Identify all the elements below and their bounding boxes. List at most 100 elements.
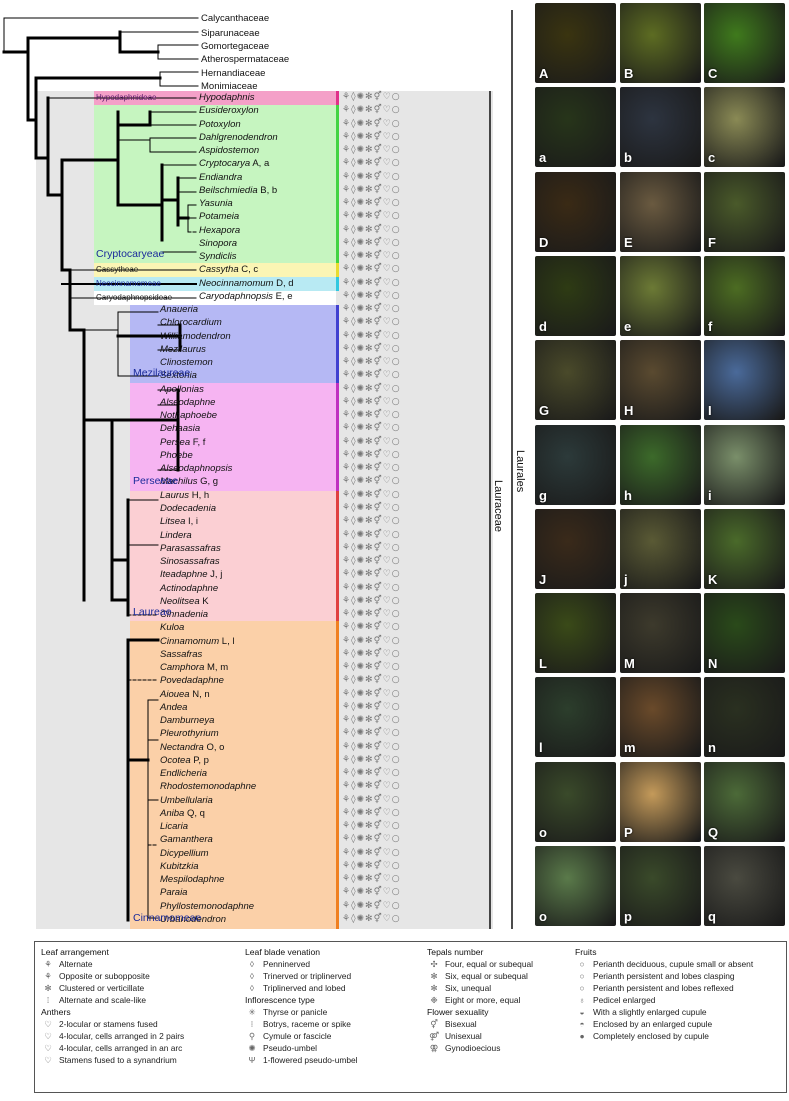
legend-title-venation: Leaf blade venation xyxy=(245,947,321,957)
photo-tile: d xyxy=(535,255,616,336)
photo-tile: l xyxy=(535,677,616,758)
genus-label: Mezilaurus xyxy=(160,343,206,355)
character-icon-row: ⚘◊✺✻⚥♡○ xyxy=(342,198,401,209)
character-icon-row: ⚘◊✺✻⚥♡○ xyxy=(342,516,401,527)
photo-tile: B xyxy=(620,3,701,83)
photo-label: N xyxy=(708,656,718,672)
genus-label: Beilschmiedia B, b xyxy=(199,184,278,196)
genus-label: Endiandra xyxy=(199,171,243,183)
photo-label: o xyxy=(539,909,547,924)
genus-label: Aspidostemon xyxy=(199,145,260,157)
character-icon-row: ⚘◊✺✻⚥♡○ xyxy=(342,171,401,182)
photo-tile: N xyxy=(704,593,785,674)
character-icon-row: ⚘◊✺✻⚥♡○ xyxy=(342,622,401,633)
cymule-icon: ⚲ xyxy=(248,1031,256,1041)
legend-item: ✣Four, equal or subequal xyxy=(427,958,533,970)
character-icon-row: ⚘◊✺✻⚥♡○ xyxy=(342,900,401,911)
tribe-label-neocinnamomeae: Neocinnamomeae xyxy=(96,279,161,288)
legend-title-tepals: Tepals number xyxy=(427,947,484,957)
photo-label: M xyxy=(624,656,635,672)
photo-tile: A xyxy=(535,3,616,83)
photo-tile: g xyxy=(535,424,616,505)
legend-item: ❉Eight or more, equal xyxy=(427,994,533,1006)
tribe-label-cryptocaryeae: Cryptocaryeae xyxy=(96,248,165,260)
legend-item: ✻Six, equal or subequal xyxy=(427,970,533,982)
character-icon-row: ⚘◊✺✻⚥♡○ xyxy=(342,503,401,513)
photo-tile: q xyxy=(704,846,785,926)
photo-tile: o xyxy=(535,846,616,926)
character-icon-row: ⚘◊✺✻⚥♡○ xyxy=(342,145,401,156)
character-icon-row: ⚘◊✺✻⚥♡○ xyxy=(342,118,401,129)
photo-tile: i xyxy=(704,424,785,505)
photo-tile: e xyxy=(620,255,701,336)
legend-item: ♁Pedicel enlarged xyxy=(575,994,753,1006)
character-icon-row: ⚘◊✺✻⚥♡○ xyxy=(342,609,401,620)
legend-item: ♡2-locular or stamens fused xyxy=(41,1018,184,1030)
character-icon-row: ⚘◊✺✻⚥♡○ xyxy=(342,662,401,673)
photo-tile: f xyxy=(704,255,785,336)
photo-tile: Q xyxy=(704,761,785,842)
character-icon-row: ⚘◊✺✻⚥♡○ xyxy=(342,860,401,871)
genus-label: Hexapora xyxy=(199,224,241,236)
character-icon-row: ⚘◊✺✻⚥♡○ xyxy=(342,410,401,421)
photo-label: Q xyxy=(708,824,719,840)
photo-label: p xyxy=(624,909,632,924)
character-icon-row: ⚘◊✺✻⚥♡○ xyxy=(342,489,401,500)
genus-label: Pleurothyrium xyxy=(160,728,219,740)
photo-label: c xyxy=(708,150,716,166)
genus-label: Eusideroxylon xyxy=(199,105,259,117)
outgroup-label: Atherospermataceae xyxy=(201,54,290,65)
pedicel-enlarged-icon: ♁ xyxy=(578,995,586,1005)
slight-cupule-icon: ◒ xyxy=(579,1007,585,1017)
tribe-box-cryptocaryeae xyxy=(94,105,336,263)
lauraceae-label: Lauraceae xyxy=(492,480,504,532)
character-icon-row: ⚘◊✺✻⚥♡○ xyxy=(342,794,401,805)
photo-tile: C xyxy=(704,3,785,83)
photo-tile: I xyxy=(704,340,785,421)
character-icon-row: ⚘◊✺✻⚥♡○ xyxy=(342,436,401,447)
genus-label: Ocotea P, p xyxy=(160,754,209,766)
character-icon-row: ⚘◊✺✻⚥♡○ xyxy=(342,370,401,381)
photo-label: J xyxy=(539,571,547,587)
four-tepals-icon: ✣ xyxy=(430,959,438,969)
character-icon-row: ⚘◊✺✻⚥♡○ xyxy=(342,781,401,792)
genus-label: Iteadaphne J, j xyxy=(160,569,223,581)
genus-label: Alseodaphne xyxy=(160,396,216,408)
genus-label: Andea xyxy=(160,701,188,713)
photo-label: e xyxy=(624,318,632,334)
photo-label: o xyxy=(539,824,547,840)
synandrium-icon: ♡ xyxy=(44,1055,52,1065)
genus-label: Cassytha C, c xyxy=(199,264,259,276)
genus-label: Potameia xyxy=(199,211,240,223)
tribe-box-hypodaphnideae xyxy=(94,91,336,105)
character-icon-row: ⚘◊✺✻⚥♡○ xyxy=(342,715,401,726)
side-bar-cryptocaryeae xyxy=(336,105,339,263)
character-icon-row: ⚘◊✺✻⚥♡○ xyxy=(342,383,401,394)
anther-4-locular-pairs-icon: ♡ xyxy=(44,1031,52,1041)
legend-item: ⚘Alternate xyxy=(41,958,184,970)
genus-label: Cinnadenia xyxy=(160,609,209,621)
side-bar-hypodaphnideae xyxy=(336,91,339,105)
photo-tile: F xyxy=(704,171,785,252)
bisexual-icon: ⚥ xyxy=(430,1019,438,1029)
photo-tile: b xyxy=(620,87,701,168)
outgroup-label: Monimiaceae xyxy=(201,81,258,92)
legend-item: ✺Pseudo-umbel xyxy=(245,1042,358,1054)
tree-lines xyxy=(2,17,199,922)
tribe-box-caryodaphnopsideae xyxy=(94,291,336,305)
side-bar-laureae xyxy=(336,491,339,621)
legend-item: ◊Penninerved xyxy=(245,958,358,970)
photo-label: G xyxy=(539,403,550,419)
genus-label: Nectandra O, o xyxy=(160,741,225,753)
legend: Leaf arrangement ⚘Alternate ⚘Opposite or… xyxy=(34,941,787,1093)
photo-tile: h xyxy=(620,424,701,505)
character-icon-row: ⚘◊✺✻⚥♡○ xyxy=(342,237,401,248)
photo-tile: K xyxy=(704,508,785,589)
tree-background xyxy=(36,10,513,929)
tribe-label-cassytheae: Cassytheae xyxy=(96,265,139,274)
photo-label: n xyxy=(708,740,716,756)
legend-item: ◊Trinerved or triplinerved xyxy=(245,970,358,982)
genus-label: Potoxylon xyxy=(199,118,241,130)
photo-tile: o xyxy=(535,761,616,842)
